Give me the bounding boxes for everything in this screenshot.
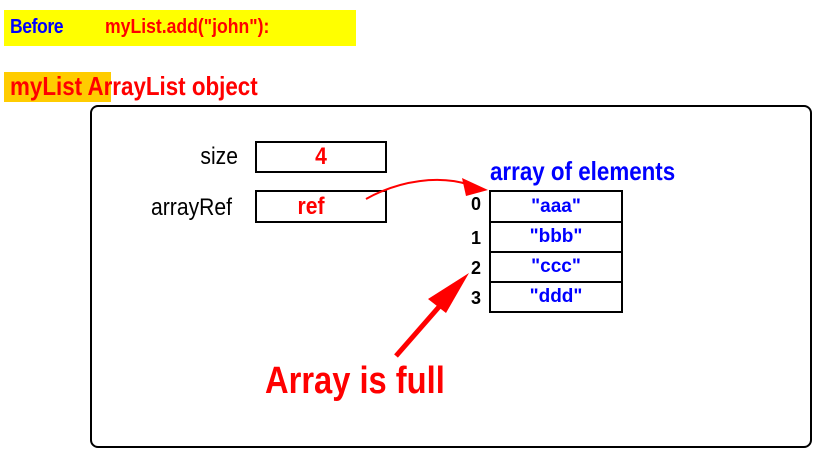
array-index-0: 0 <box>470 194 481 214</box>
object-title: myList ArrayList object <box>10 71 258 101</box>
banner-before-label: Before <box>10 16 64 38</box>
arraylist-object-box <box>90 105 812 448</box>
arrayref-value: ref <box>297 193 325 220</box>
array-cell-0: "aaa" <box>491 192 621 223</box>
array-of-elements: "aaa" "bbb" "ccc" "ddd" <box>489 190 623 313</box>
object-title-highlight <box>4 72 111 102</box>
array-cell-3: "ddd" <box>491 283 621 313</box>
arrayref-label: arrayRef <box>151 194 232 221</box>
array-full-annotation: Array is full <box>265 360 445 402</box>
array-cell-2: "ccc" <box>491 253 621 283</box>
full-arrow-line <box>394 298 447 358</box>
array-title: array of elements <box>490 156 676 186</box>
header-banner <box>4 10 356 46</box>
array-cell-1: "bbb" <box>491 223 621 253</box>
arrayref-field-box: ref <box>255 190 387 223</box>
array-index-3: 3 <box>470 288 481 308</box>
ref-arrow-line <box>365 178 471 200</box>
ref-arrow-head-icon <box>462 178 488 196</box>
banner-code-label: myList.add("john"): <box>105 16 270 38</box>
array-index-2: 2 <box>470 258 481 278</box>
full-arrow-head-icon <box>428 273 469 313</box>
array-index-1: 1 <box>470 228 481 248</box>
size-field-box: 4 <box>255 141 387 173</box>
size-value: 4 <box>315 143 327 170</box>
size-label: size <box>200 143 238 170</box>
